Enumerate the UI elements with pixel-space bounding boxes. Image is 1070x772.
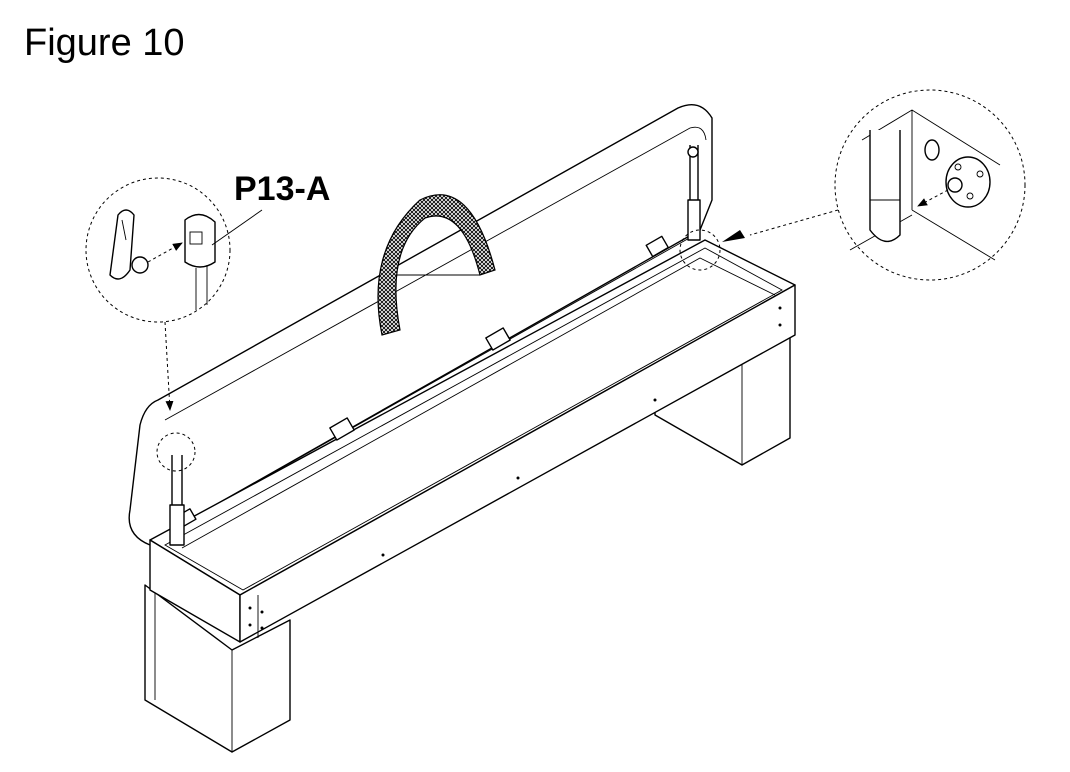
left-detail-callout bbox=[85, 177, 263, 411]
strap-handle bbox=[377, 194, 496, 336]
gas-struts bbox=[169, 145, 701, 546]
figure-title: Figure 10 bbox=[24, 22, 185, 64]
bench-box bbox=[149, 239, 796, 643]
callout-circle-right-small bbox=[679, 229, 721, 271]
callout-circle-left-small bbox=[156, 432, 196, 472]
right-detail-callout bbox=[722, 89, 1026, 281]
left-leg bbox=[144, 584, 291, 753]
part-label-leader bbox=[211, 209, 263, 246]
part-label: P13-A bbox=[234, 170, 331, 208]
